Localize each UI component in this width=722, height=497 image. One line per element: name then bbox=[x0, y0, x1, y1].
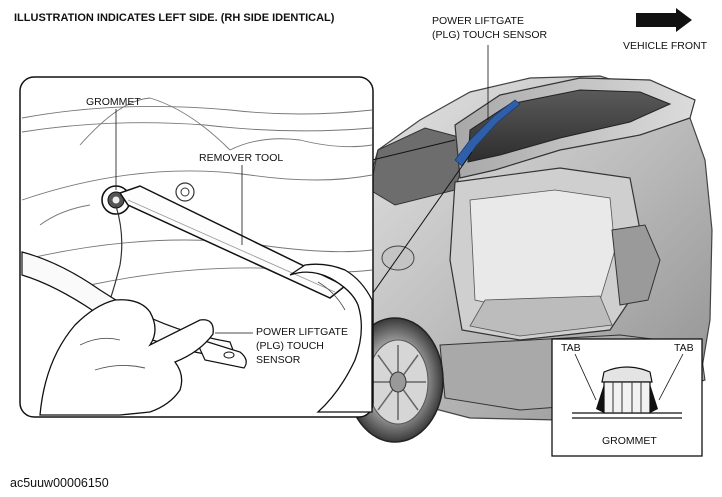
plg-detail-label-line1: POWER LIFTGATE bbox=[256, 326, 348, 338]
tab-right-label: TAB bbox=[674, 342, 694, 354]
plg-detail-label-line3: SENSOR bbox=[256, 354, 301, 366]
plg-top-label-line2: (PLG) TOUCH SENSOR bbox=[432, 29, 548, 41]
detail-callout bbox=[19, 76, 473, 418]
vehicle-front-label: VEHICLE FRONT bbox=[623, 40, 708, 52]
grommet-inset bbox=[551, 338, 703, 457]
arrow-right-icon bbox=[636, 8, 692, 32]
plg-detail-label-line2: (PLG) TOUCH bbox=[256, 340, 324, 352]
grommet-inset-label: GROMMET bbox=[602, 435, 657, 447]
header-title: ILLUSTRATION INDICATES LEFT SIDE. (RH SI… bbox=[14, 12, 335, 24]
figure-code: ac5uuw00006150 bbox=[10, 476, 109, 490]
plg-top-label-line1: POWER LIFTGATE bbox=[432, 15, 524, 27]
grommet-label: GROMMET bbox=[86, 96, 141, 108]
tab-left-label: TAB bbox=[561, 342, 581, 354]
remover-tool-label: REMOVER TOOL bbox=[199, 152, 283, 164]
